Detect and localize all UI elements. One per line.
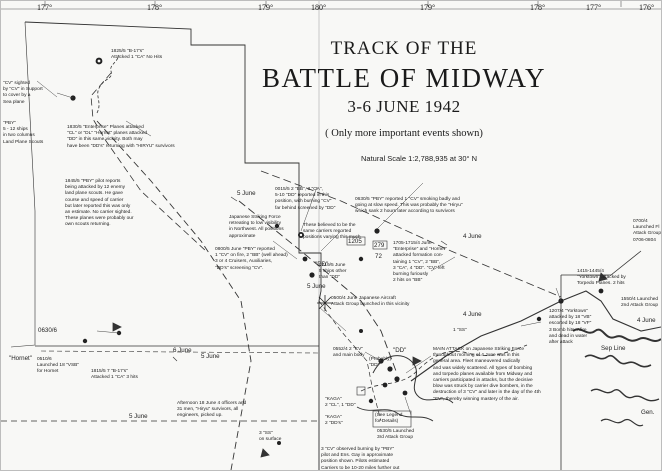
- annotation-0015: 0015/5 2 "BB", 3 "CA", 5-10 "DD" reporte…: [275, 187, 336, 211]
- date-label: 5 June: [307, 283, 326, 290]
- box-label: 279: [374, 242, 385, 249]
- map-title-line2: BATTLE OF MIDWAY: [261, 63, 546, 93]
- annotation-probably-dd: (Probably) "DD": [369, 357, 392, 369]
- date-label: 5 June: [201, 353, 220, 360]
- annotation-0800: 0800/5 June "PBY" reported 1 "CV" on fir…: [215, 247, 288, 271]
- map-subtitle: ( Only more important events shown): [325, 128, 483, 139]
- longitude-176e: 176°: [639, 3, 655, 12]
- annotation-striking-force: Japanese Striking Force retreating to lo…: [229, 215, 284, 239]
- box-label: 1205: [348, 238, 362, 245]
- box-label: 0630/6: [38, 327, 57, 334]
- date-label: 5 June: [129, 413, 148, 420]
- ship-label: Gen.: [641, 409, 655, 416]
- annotation-1207: 1207/4 "Yorktown" attacked by 18 "VB" es…: [549, 309, 592, 346]
- longitude-179e: 179°: [420, 3, 436, 12]
- ship-label: "DD": [393, 347, 407, 354]
- annotation-see-legend: (See Legend for Details): [375, 413, 403, 425]
- track-label: Sep Line: [601, 345, 626, 352]
- longitude-178e: 178°: [530, 3, 546, 12]
- annotation-0630-pby: 0630/5 "PBY" reported 1 "CV" smoking bad…: [355, 197, 463, 215]
- ship-label: "DD": [315, 261, 329, 268]
- annotation-1815: 1815/5 7 "B-17's" Attacked 1 "CA" 3 hits: [91, 369, 138, 381]
- longitude-177w: 177°: [37, 3, 53, 12]
- map-title-line3: 3-6 JUNE 1942: [347, 97, 461, 116]
- annotation-1845: 1845/5 "PBY" pilot reports being attacke…: [65, 179, 134, 228]
- annotation-1830: 1830/5 "Enterprise" Planes attacked "CL"…: [67, 125, 175, 149]
- box-label: 72: [375, 253, 382, 260]
- annotation-0552: 0552/4 2 "CV" and main body: [333, 347, 365, 359]
- ship-label: "Hornet": [9, 355, 32, 362]
- longitude-178w: 178°: [147, 3, 163, 12]
- date-label: 4 June: [463, 233, 482, 240]
- annotation-0530: 0530/5 Launched 3rd Attack Group: [377, 429, 415, 441]
- map-scale: Natural Scale 1:2,788,935 at 30° N: [361, 154, 477, 163]
- annotation-main-attack: MAIN ATTACK on Japanese Striking Force t…: [433, 347, 541, 402]
- annotation-afternoon: Afternoon 18 June 4 officers and 31 men,…: [177, 401, 247, 419]
- annotation-1705: 1705-1715/4 June "Enterprise" and "Horne…: [393, 241, 447, 284]
- map-title-line1: TRACK OF THE: [330, 38, 478, 59]
- annotation-1-ss: 1 "SS": [453, 328, 467, 333]
- date-label: 4 June: [637, 317, 656, 324]
- annotation-cv-sighted: "CV" sighted by "CV" in Support to cover…: [3, 81, 43, 105]
- annotation-kaga: "KAGA" 2 "CL", 1 "DD": [325, 397, 356, 409]
- longitude-179w: 179°: [258, 3, 274, 12]
- annotation-0719: 0719/5 June 5 ships other than "DD": [319, 263, 347, 281]
- longitude-180: 180°: [311, 3, 327, 12]
- annotation-kaga-dds: "KAGA" 2 "DD's": [325, 415, 343, 427]
- annotation-cv-observed: 3 "CV" observed burning by "PBY" pilot a…: [321, 447, 400, 471]
- date-label: 4 June: [463, 311, 482, 318]
- annotation-0700: 0700/4 Launched Fl Attack Group 0706-080…: [633, 219, 661, 243]
- annotation-0510: 0510/6 Launched 18 "VSB" for Hornet: [37, 357, 80, 375]
- longitude-177e: 177°: [586, 3, 602, 12]
- date-label: 6 June: [173, 347, 192, 354]
- annotation-1825: 1825/5 "B-17's" Attacked 1 "CA" No Hits: [111, 49, 163, 61]
- annotation-1550: 1550/4 Launched 2nd Attack Group: [621, 297, 659, 309]
- annotation-these-carriers: These believed to be the same carriers r…: [303, 223, 361, 241]
- annotation-0500: 0500/4 June Japanese Aircraft Attack Gro…: [331, 296, 410, 308]
- annotation-ss-surface: 3 "SS" on surface: [259, 431, 282, 443]
- date-label: 5 June: [237, 190, 256, 197]
- annotation-1415: 1415-1445/4 "Yorktown" attacked by Torpe…: [577, 269, 626, 287]
- annotation-pby-scouts: "PBY" 5 - 12 ships in two columns Land P…: [3, 121, 44, 145]
